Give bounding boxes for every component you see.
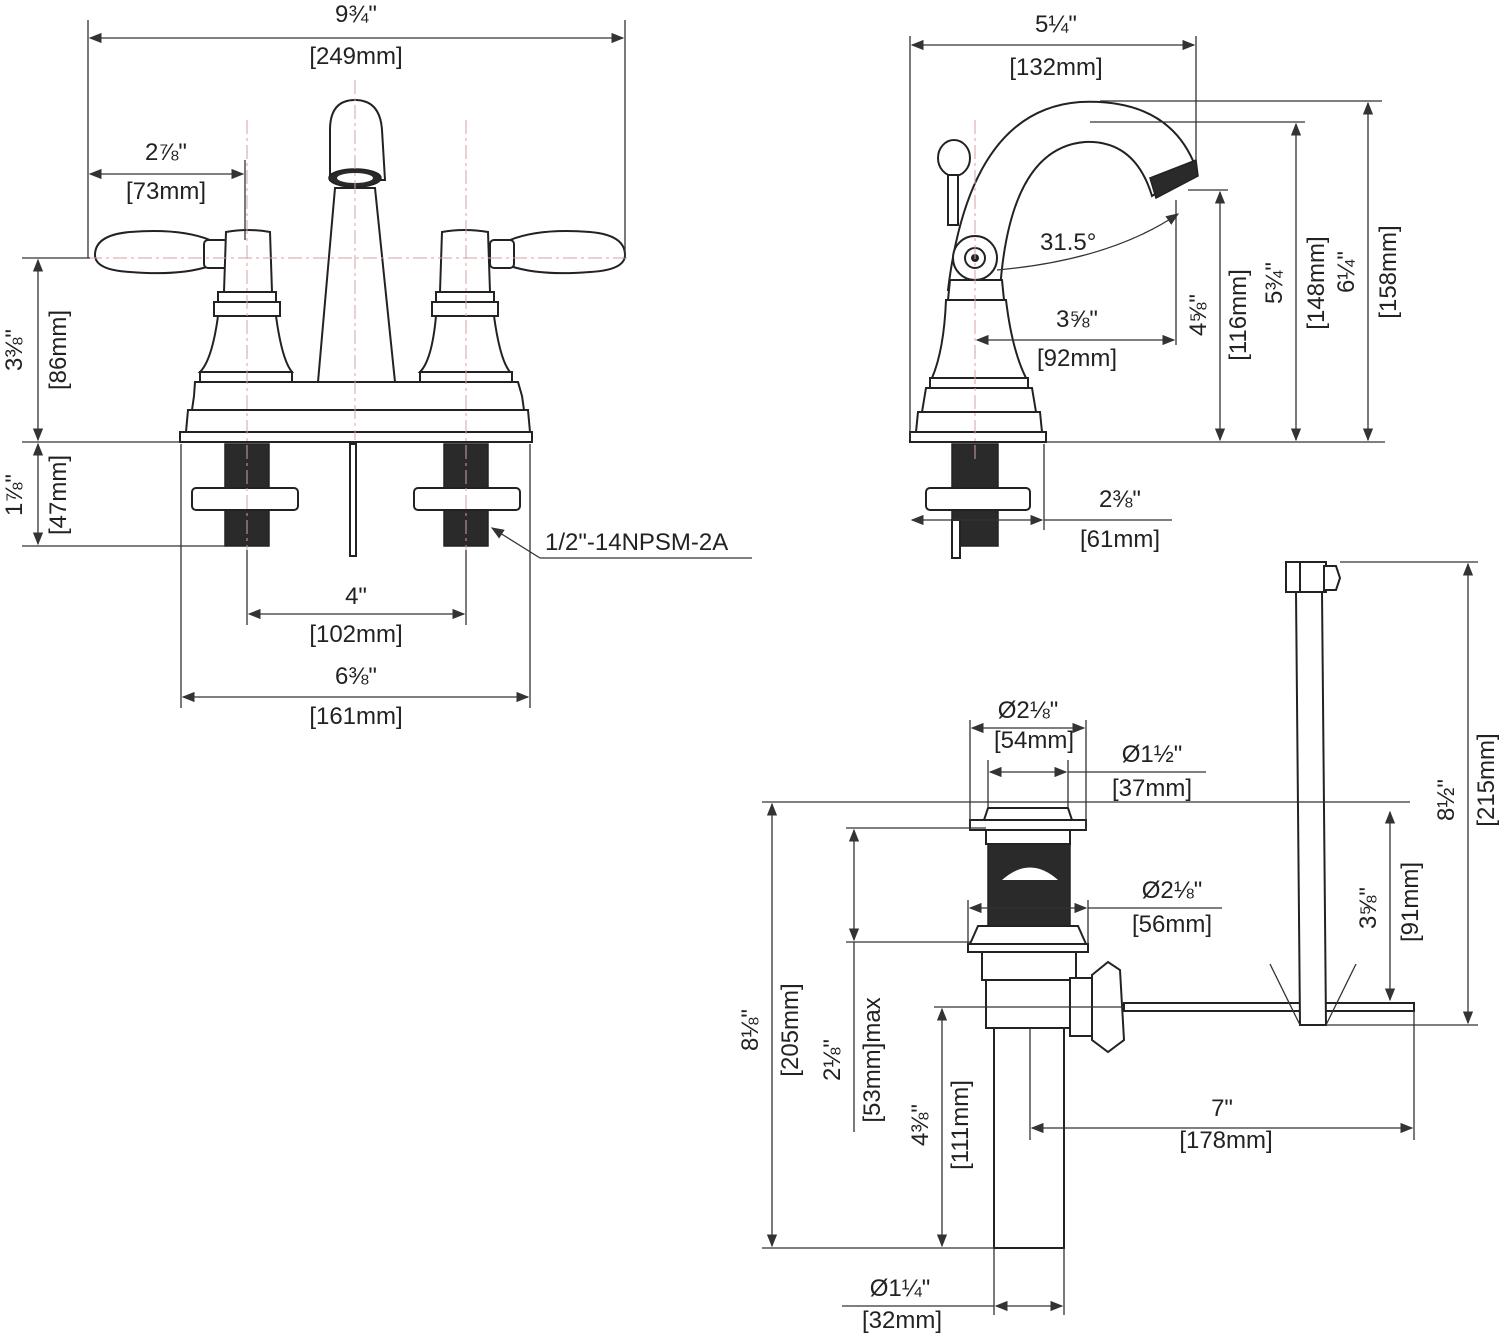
spout-clearance-mm: [116mm] xyxy=(1225,269,1252,361)
spout-clearance-in: 4⅝" xyxy=(1185,294,1212,336)
base-depth-in: 2⅜" xyxy=(1099,486,1141,513)
rod-length-in: 7" xyxy=(1211,1095,1233,1122)
drain-tail-length-dim: 4⅜" [111mm] xyxy=(907,1006,1124,1248)
front-view: 9¾" [249mm] 2⅞" [73mm] 3⅜" [86mm] 1⅞" [4… xyxy=(1,1,752,730)
tail-length-in: 4⅜" xyxy=(907,1104,934,1146)
handle-height-mm: [86mm] xyxy=(45,310,72,390)
side-spout-height-dim: 5¾" [148mm] xyxy=(1090,121,1330,442)
spout-tip-offset-in: 3⅝" xyxy=(1056,306,1098,333)
drain-nut-dim: Ø2⅛" [56mm] xyxy=(967,877,1222,944)
drain-view: Ø2⅛" [54mm] Ø1½" [37mm] Ø2⅛" [56mm] 8⅛" xyxy=(737,561,1500,1334)
front-shank-length-dim: 1⅞" [47mm] xyxy=(1,442,225,547)
center-spacing-in: 4" xyxy=(345,583,367,610)
tail-length-mm: [111mm] xyxy=(947,1080,974,1170)
base-depth-mm: [61mm] xyxy=(1080,526,1160,553)
front-center-spacing-dim: 4" [102mm] xyxy=(246,550,467,648)
overall-width-mm: [249mm] xyxy=(309,43,402,70)
flange-diameter-mm: [54mm] xyxy=(994,727,1074,754)
spout-tip-offset-mm: [92mm] xyxy=(1037,345,1117,372)
drain-stopper-dim: Ø1½" [37mm] xyxy=(987,741,1206,808)
drain-assembly-outline xyxy=(967,561,1415,1249)
stopper-diameter-mm: [37mm] xyxy=(1112,775,1192,802)
drain-rod-length-dim: 7" [178mm] xyxy=(1029,1011,1415,1154)
base-width-in: 6⅜" xyxy=(335,663,377,690)
lift-rod-height-mm: [215mm] xyxy=(1473,733,1500,826)
drain-tail-diameter-dim: Ø1¼" [32mm] xyxy=(842,1248,1065,1334)
strap-height-in: 3⅝" xyxy=(1355,887,1382,929)
overall-height-mm: [158mm] xyxy=(1375,225,1402,318)
front-faucet-outline xyxy=(93,98,627,557)
drain-flange-dim: Ø2⅛" [54mm] xyxy=(969,697,1087,830)
side-spout-reach-dim: 5¼" [132mm] xyxy=(909,11,1197,440)
spout-height-in: 5¾" xyxy=(1261,262,1288,304)
front-overall-width-dim: 9¾" [249mm] xyxy=(87,1,626,258)
drain-strap-height-dim: 3⅝" [91mm] xyxy=(1355,810,1424,1002)
drain-lift-rod-height-dim: 8½" [215mm] xyxy=(1326,561,1500,1026)
handle-offset-mm: [73mm] xyxy=(126,178,206,205)
drain-length-mm: [205mm] xyxy=(777,983,804,1076)
side-spout-clearance-dim: 4⅝" [116mm] xyxy=(1046,189,1385,443)
shank-length-in: 1⅞" xyxy=(1,474,28,516)
max-thickness-mm: [53mm]max xyxy=(859,997,886,1122)
spout-reach-in: 5¼" xyxy=(1035,11,1077,38)
thread-spec-label: 1/2"-14NPSM-2A xyxy=(545,529,728,556)
drain-overall-length-dim: 8⅛" [205mm] xyxy=(737,801,1410,1249)
front-handle-height-dim: 3⅜" [86mm] xyxy=(1,257,180,443)
front-base-width-dim: 6⅜" [161mm] xyxy=(180,444,531,730)
side-base-depth-dim: 2⅜" [61mm] xyxy=(910,444,1172,553)
nut-diameter-in: Ø2⅛" xyxy=(1142,877,1203,904)
handle-height-in: 3⅜" xyxy=(1,329,28,371)
tail-diameter-mm: [32mm] xyxy=(862,1307,942,1334)
shank-length-mm: [47mm] xyxy=(45,455,72,535)
lift-rod-height-in: 8½" xyxy=(1433,779,1460,821)
rod-length-mm: [178mm] xyxy=(1179,1127,1272,1154)
thread-spec-callout: 1/2"-14NPSM-2A xyxy=(490,527,752,559)
stopper-diameter-in: Ø1½" xyxy=(1122,741,1183,768)
spout-height-mm: [148mm] xyxy=(1303,236,1330,329)
spout-reach-mm: [132mm] xyxy=(1009,54,1102,81)
side-spout-tip-dim: 3⅝" [92mm] xyxy=(975,200,1177,372)
side-overall-height-dim: 6¼" [158mm] xyxy=(1100,100,1402,442)
center-spacing-mm: [102mm] xyxy=(309,621,402,648)
overall-width-in: 9¾" xyxy=(335,1,377,28)
flange-diameter-in: Ø2⅛" xyxy=(998,697,1059,724)
drain-max-thickness-dim: 2⅛" [53mm]max xyxy=(819,827,986,1132)
handle-offset-in: 2⅞" xyxy=(145,139,187,166)
base-width-mm: [161mm] xyxy=(309,703,402,730)
overall-height-in: 6¼" xyxy=(1333,251,1360,293)
strap-height-mm: [91mm] xyxy=(1397,862,1424,942)
max-thickness-in: 2⅛" xyxy=(819,1039,846,1081)
tail-diameter-in: Ø1¼" xyxy=(870,1275,931,1302)
front-handle-offset-dim: 2⅞" [73mm] xyxy=(88,139,246,240)
handle-angle-label: 31.5° xyxy=(1040,229,1096,256)
drain-length-in: 8⅛" xyxy=(737,1009,764,1051)
nut-diameter-mm: [56mm] xyxy=(1132,911,1212,938)
side-view: 31.5° 5¼" [132mm] 3⅝" [92mm] 4⅝" [116mm] xyxy=(909,11,1402,559)
side-faucet-outline xyxy=(909,100,1199,559)
